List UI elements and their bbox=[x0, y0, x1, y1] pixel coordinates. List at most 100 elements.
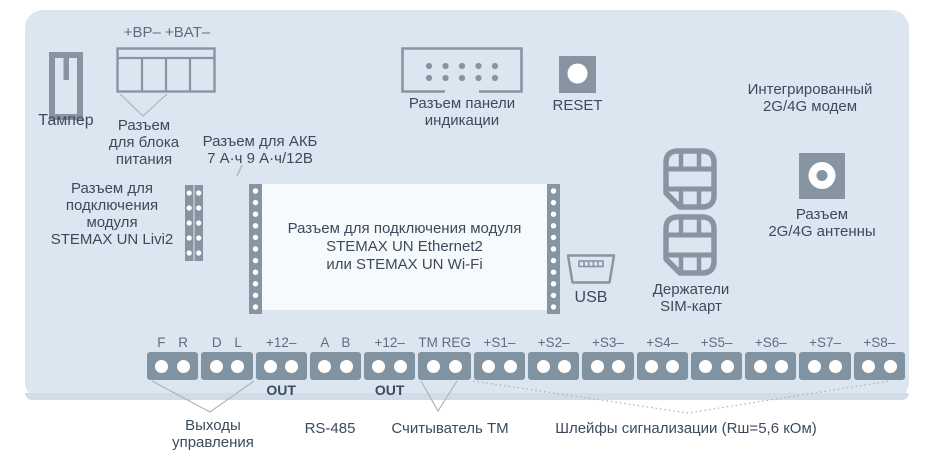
terminal-hole bbox=[666, 359, 680, 373]
livi2-connector-label: Разъем для подключения модуля STEMAX UN … bbox=[28, 180, 196, 248]
sim-card-icon bbox=[663, 148, 717, 210]
terminal-block: +S3– bbox=[582, 335, 634, 398]
label-line: или STEMAX UN Wi-Fi bbox=[326, 256, 483, 273]
sim-card-icon bbox=[663, 214, 717, 276]
usb-label: USB bbox=[574, 289, 608, 306]
tamper-label: Тампер bbox=[38, 112, 94, 129]
power-pins-label: +BP– +BAT– bbox=[123, 24, 211, 41]
control-outputs-callout: Выходы управления bbox=[163, 417, 263, 451]
label-line: управления bbox=[172, 434, 254, 451]
terminal-hole bbox=[427, 359, 441, 373]
terminal-block: +S7– bbox=[799, 335, 851, 398]
terminal-label: +S3– bbox=[592, 335, 624, 350]
terminal-body bbox=[473, 352, 526, 380]
tamper-switch-icon bbox=[49, 52, 83, 120]
reset-button-icon bbox=[559, 56, 596, 93]
terminal-strip: F R D L +12– OUT A B +12– OUT TM REG +S1… bbox=[147, 335, 905, 398]
label-line: Разъем панели bbox=[408, 95, 516, 112]
terminal-hole bbox=[590, 359, 604, 373]
terminal-hole bbox=[807, 359, 821, 373]
terminal-label: +S4– bbox=[646, 335, 679, 350]
terminal-hole bbox=[448, 359, 462, 373]
label-line: модуля bbox=[86, 214, 138, 231]
label-line: Разъем bbox=[117, 117, 171, 134]
terminal-label: +12– bbox=[374, 335, 405, 350]
terminal-block: TM REG bbox=[418, 335, 471, 398]
terminal-hole bbox=[536, 359, 550, 373]
label-line: 2G/4G антенны bbox=[768, 223, 876, 240]
terminal-label: F R bbox=[157, 335, 188, 350]
terminal-body bbox=[636, 352, 688, 380]
terminal-body bbox=[853, 352, 905, 380]
expansion-module-area: Разъем для подключения модуля STEMAX UN … bbox=[262, 184, 547, 310]
terminal-body bbox=[745, 352, 797, 380]
terminal-label: +S5– bbox=[700, 335, 733, 350]
terminal-body bbox=[690, 352, 743, 380]
terminal-label: +S1– bbox=[483, 335, 516, 350]
terminal-hole bbox=[557, 359, 571, 373]
terminal-block: +S6– bbox=[745, 335, 797, 398]
rs485-callout: RS-485 bbox=[304, 420, 356, 437]
out-label: OUT bbox=[374, 382, 405, 398]
terminal-hole bbox=[231, 359, 245, 373]
terminal-hole bbox=[862, 359, 876, 373]
terminal-hole bbox=[263, 359, 277, 373]
label-line: Разъем для bbox=[70, 180, 154, 197]
terminal-hole bbox=[482, 359, 496, 373]
terminal-body bbox=[364, 352, 416, 380]
terminal-label: D L bbox=[211, 335, 242, 350]
terminal-block: +12– OUT bbox=[255, 335, 307, 398]
terminal-hole bbox=[155, 359, 169, 373]
indication-panel-label: Разъем панели индикации bbox=[392, 95, 532, 129]
terminal-hole bbox=[209, 359, 223, 373]
reset-label: RESET bbox=[552, 97, 603, 114]
label-line: Выходы bbox=[185, 417, 241, 434]
terminal-block: A B bbox=[309, 335, 362, 398]
terminal-body bbox=[799, 352, 851, 380]
terminal-hole bbox=[699, 359, 713, 373]
terminal-body bbox=[309, 352, 362, 380]
terminal-block: +S1– bbox=[473, 335, 526, 398]
terminal-block: +12– OUT bbox=[364, 335, 416, 398]
label-line: SIM-карт bbox=[660, 298, 722, 315]
label-line: Интегрированный bbox=[747, 81, 873, 98]
terminal-body bbox=[255, 352, 307, 380]
terminal-hole bbox=[318, 359, 332, 373]
label-line: 7 А·ч 9 А·ч/12В bbox=[207, 150, 313, 167]
terminal-block: +S4– bbox=[636, 335, 688, 398]
terminal-label: +12– bbox=[265, 335, 297, 350]
terminal-hole bbox=[503, 359, 517, 373]
terminal-hole bbox=[883, 359, 897, 373]
terminal-label: +S8– bbox=[863, 335, 896, 350]
label-line: Разъем для подключения модуля bbox=[287, 220, 522, 237]
terminal-body bbox=[201, 352, 253, 380]
terminal-block: D L bbox=[201, 335, 253, 398]
antenna-connector-icon bbox=[799, 153, 845, 199]
terminal-hole bbox=[393, 359, 407, 373]
terminal-block: +S2– bbox=[528, 335, 580, 398]
terminal-body bbox=[528, 352, 580, 380]
terminal-body bbox=[582, 352, 634, 380]
terminal-hole bbox=[612, 359, 626, 373]
terminal-label: +S2– bbox=[537, 335, 570, 350]
terminal-hole bbox=[829, 359, 843, 373]
out-label: OUT bbox=[266, 382, 296, 398]
label-line: 2G/4G модем bbox=[762, 98, 858, 115]
label-line: Разъем для АКБ bbox=[202, 133, 318, 150]
modem-label: Интегрированный 2G/4G модем bbox=[730, 81, 890, 115]
terminal-hole bbox=[753, 359, 767, 373]
terminal-body bbox=[418, 352, 471, 380]
terminal-hole bbox=[720, 359, 734, 373]
antenna-label: Разъем 2G/4G антенны bbox=[752, 206, 892, 240]
terminal-block: +S8– bbox=[853, 335, 905, 398]
terminal-block: +S5– bbox=[690, 335, 743, 398]
tm-reader-callout: Считыватель ТМ bbox=[391, 420, 509, 437]
module-pin-strip-left-icon bbox=[249, 184, 262, 314]
terminal-hole bbox=[176, 359, 190, 373]
terminal-hole bbox=[285, 359, 299, 373]
terminal-hole bbox=[372, 359, 386, 373]
label-line: подключения bbox=[65, 197, 159, 214]
power-connector-label: Разъем для блока питания bbox=[98, 117, 190, 168]
terminal-hole bbox=[775, 359, 788, 373]
